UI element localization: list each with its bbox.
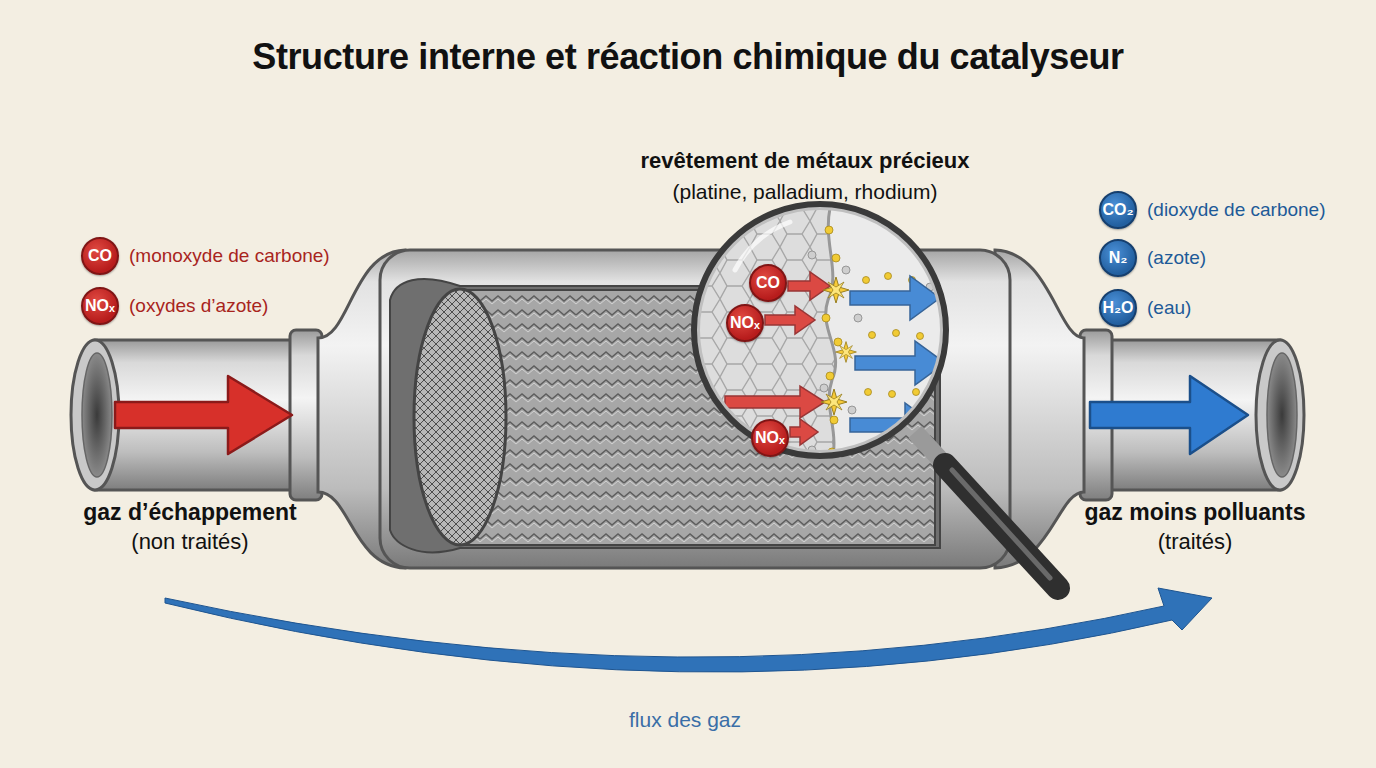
pollutant-molecule: CO [749, 264, 787, 302]
lens-glare [735, 222, 790, 270]
exhaust-arrow [115, 376, 292, 454]
substrate-mesh [690, 200, 950, 460]
molecule-formula: CO [756, 275, 780, 291]
molecule-name: (azote) [1147, 247, 1206, 269]
pollutant-molecule: CO(monoxyde de carbone) [81, 237, 119, 275]
handle-highlight [952, 470, 1050, 578]
product-molecule: H₂O(eau) [1099, 289, 1137, 327]
clean-gas-arrow [1090, 376, 1248, 454]
magnifier [690, 200, 1058, 588]
callout-heading: revêtement de métaux précieux [555, 148, 1055, 174]
molecule-formula: N₂ [1109, 250, 1128, 266]
pollutant-molecule: NOₓ [726, 304, 764, 342]
molecule-name: (dioxyde de carbone) [1147, 199, 1326, 221]
outlet-label: gaz moins polluants [1084, 498, 1305, 526]
molecule-name: (oxydes d’azote) [129, 295, 268, 317]
pollutant-molecule: NOₓ(oxydes d’azote) [81, 287, 119, 325]
pipe-hole [82, 353, 112, 477]
inlet-label: gaz d’échappement [83, 498, 296, 526]
molecule-name: (monoxyde de carbone) [129, 245, 330, 267]
inlet-pipe [71, 330, 322, 500]
outlet-note: (traités) [1158, 528, 1233, 556]
molecule-formula: H₂O [1102, 300, 1133, 316]
magnifier-handle [945, 465, 1058, 588]
outlet-pipe [1080, 330, 1304, 500]
callout-note: (platine, palladium, rhodium) [555, 179, 1055, 205]
magnifier-lens: revêtement de métaux précieux(platine, p… [695, 205, 945, 455]
product-molecule: N₂(azote) [1099, 239, 1137, 277]
molecule-formula: NOₓ [85, 298, 115, 314]
lens-glass [698, 208, 942, 452]
honeycomb-face [414, 289, 506, 545]
flow-label: flux des gaz [629, 706, 741, 734]
molecule-formula: CO₂ [1102, 202, 1133, 218]
molecule-name: (eau) [1147, 297, 1191, 319]
molecule-formula: CO [88, 248, 112, 264]
pipe-tube [95, 340, 315, 490]
pipe-hole [1267, 353, 1297, 477]
molecule-formula: NOₓ [755, 430, 785, 446]
lens-rim [694, 204, 946, 456]
gas-flow-arrow [165, 588, 1212, 672]
pollutant-molecule: NOₓ [751, 419, 789, 457]
pipe-opening [71, 340, 119, 490]
product-molecule: CO₂(dioxyde de carbone) [1099, 191, 1137, 229]
lens-content [690, 200, 960, 470]
pipe-tube [1085, 340, 1280, 490]
pipe-opening [1256, 340, 1304, 490]
diagram-title: Structure interne et réaction chimique d… [0, 36, 1376, 78]
inlet-note: (non traités) [131, 528, 248, 556]
molecule-formula: NOₓ [730, 315, 760, 331]
